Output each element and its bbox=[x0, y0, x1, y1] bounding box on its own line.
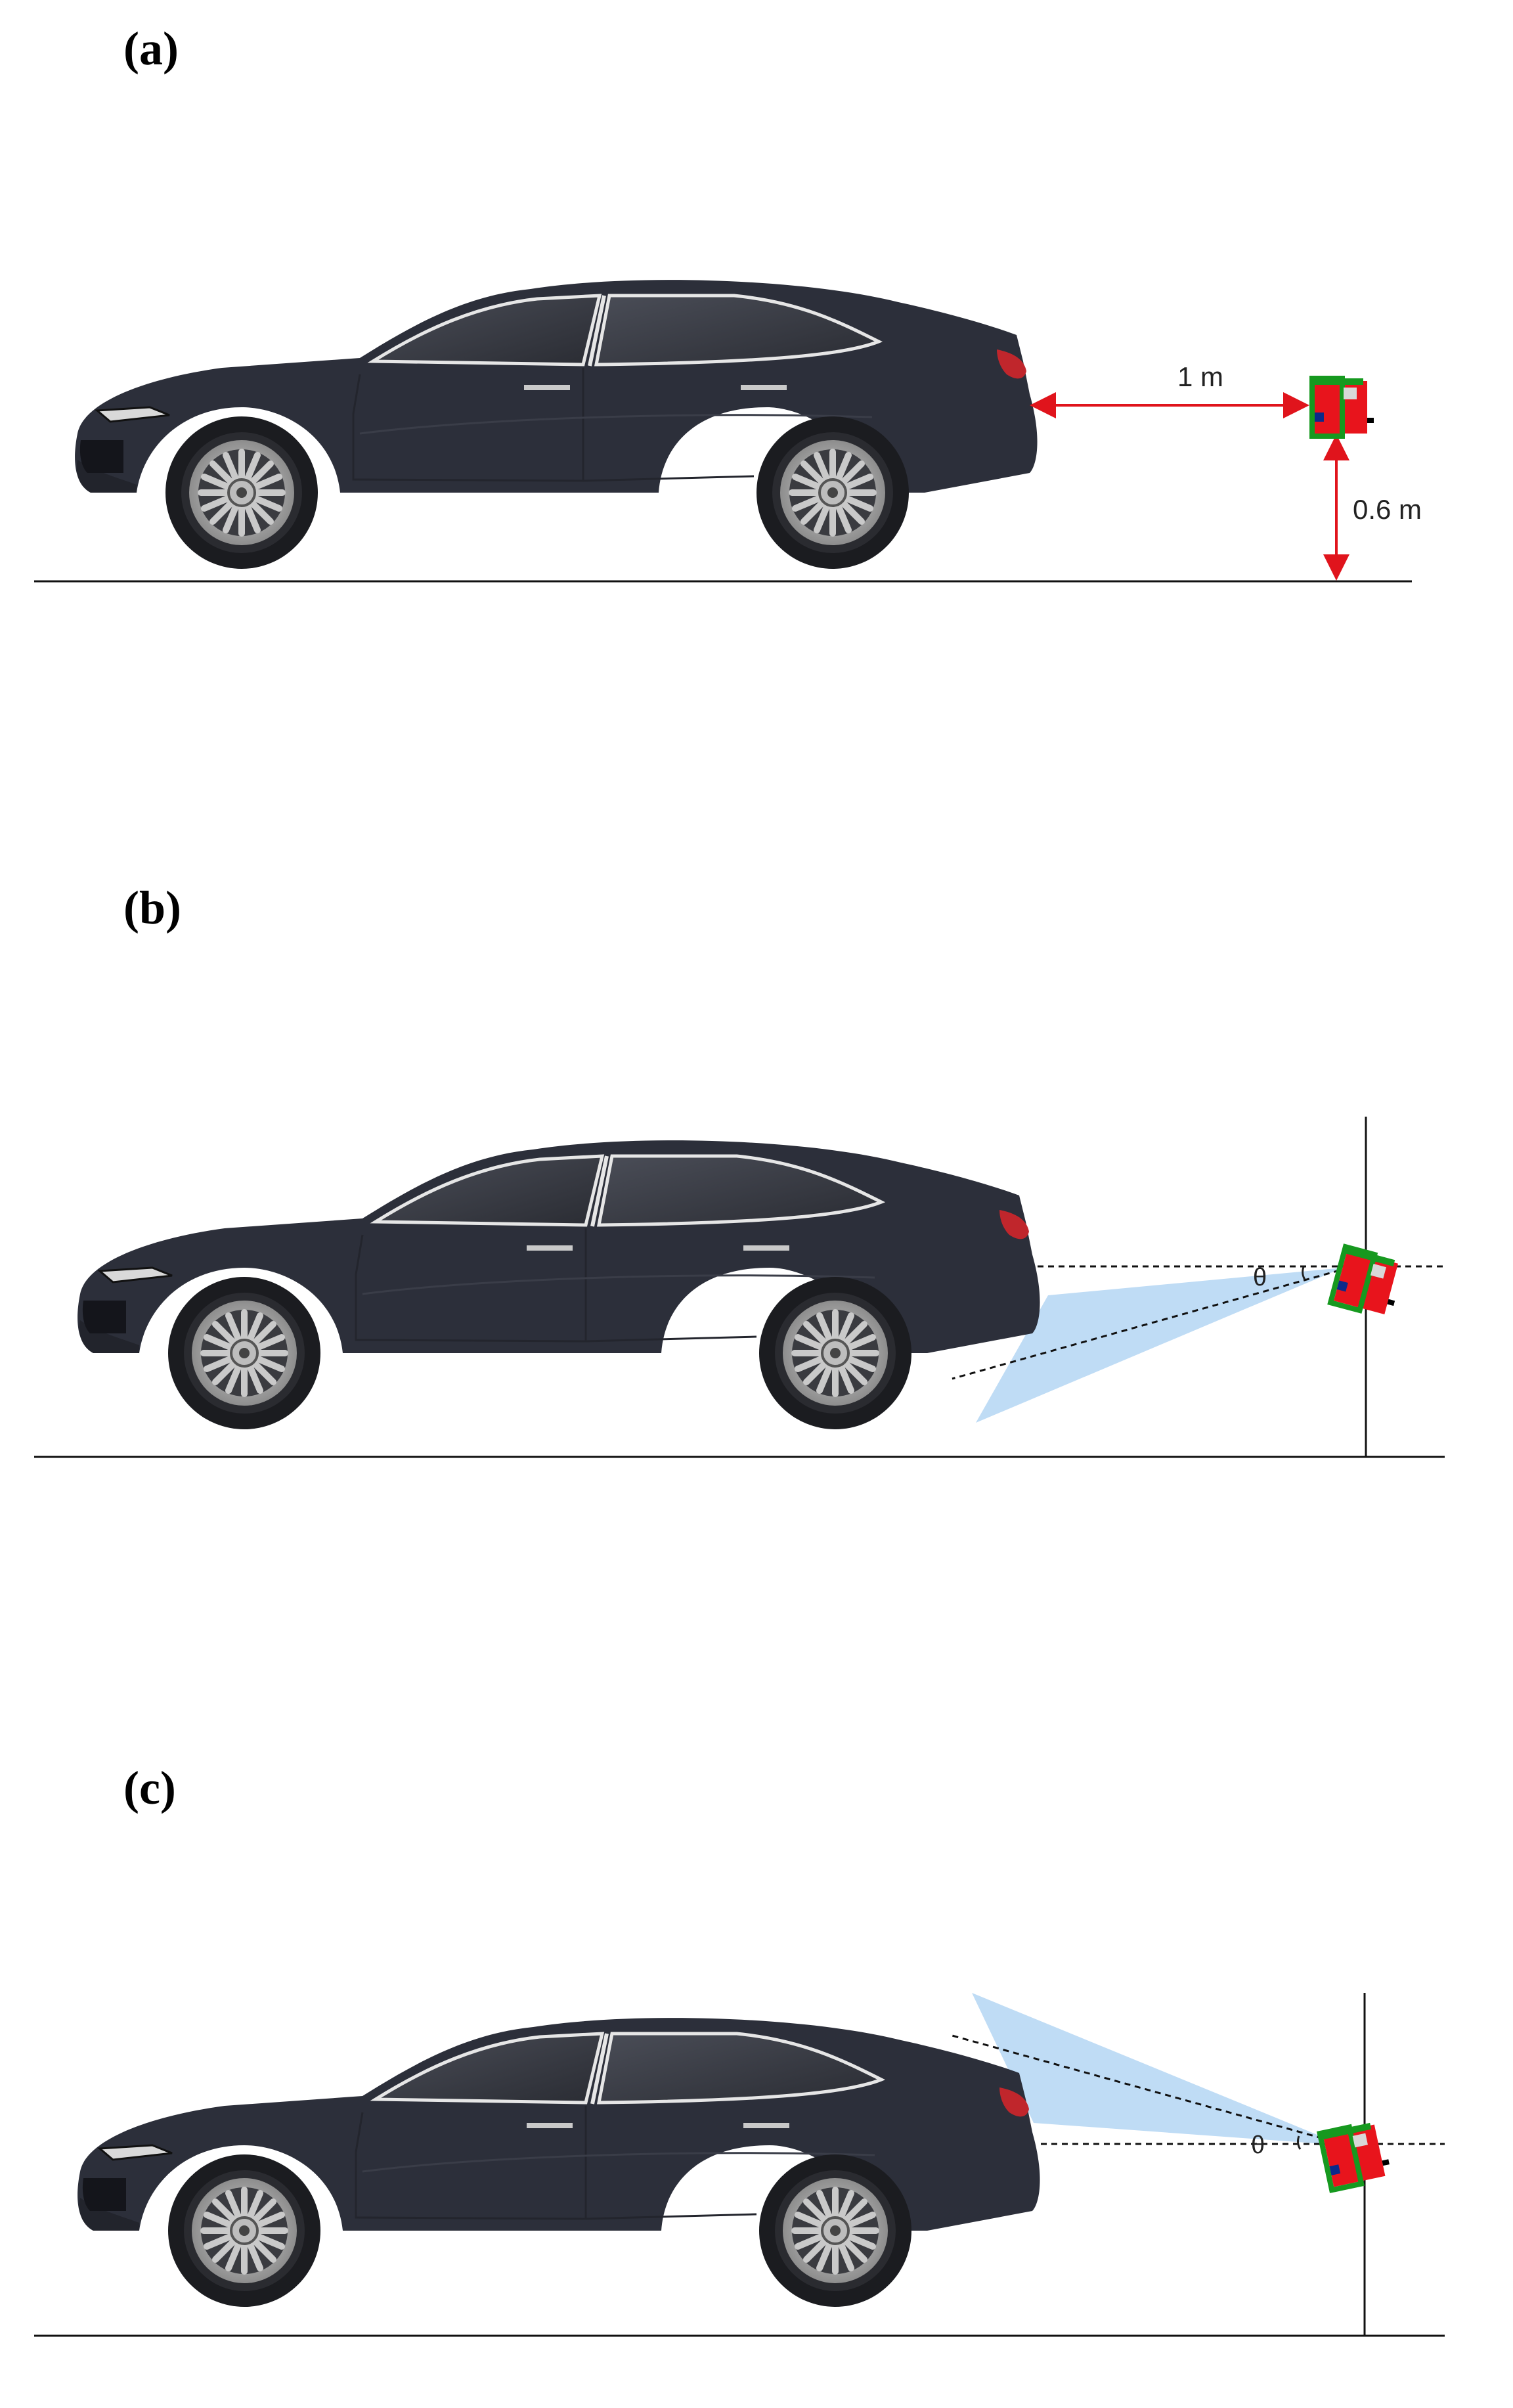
height-label: 0.6 m bbox=[1353, 494, 1422, 525]
sensor-beam bbox=[976, 1268, 1343, 1423]
car bbox=[75, 280, 1037, 569]
panel-a-diagram: 1 m 0.6 m bbox=[34, 0, 1422, 583]
angle-label: θ bbox=[1253, 1264, 1267, 1291]
sensor-unit bbox=[1320, 2121, 1392, 2191]
panel-c: (c) θ bbox=[0, 1605, 1513, 2408]
panel-c-diagram: θ bbox=[34, 1993, 1445, 2337]
angle-label: θ bbox=[1251, 2131, 1265, 2159]
panel-a: (a) 1 m 0.6 m bbox=[0, 0, 1513, 803]
car bbox=[77, 1140, 1040, 1429]
panel-b-label: (b) bbox=[123, 881, 181, 934]
sensor-beam bbox=[972, 1993, 1343, 2145]
angle-arc bbox=[1297, 2135, 1302, 2150]
sensor-unit bbox=[1312, 378, 1374, 436]
angle-arc bbox=[1302, 1266, 1306, 1280]
beam-axis-line bbox=[952, 1269, 1340, 1380]
panel-a-label: (a) bbox=[123, 22, 179, 75]
panel-b: (b) θ bbox=[0, 803, 1513, 1605]
sensor-unit bbox=[1330, 1247, 1405, 1318]
panel-b-diagram: θ bbox=[34, 1117, 1445, 1458]
distance-label: 1 m bbox=[1177, 361, 1223, 392]
panel-c-label: (c) bbox=[123, 1762, 176, 1814]
beam-axis-line bbox=[952, 2034, 1344, 2145]
car bbox=[77, 2018, 1040, 2307]
